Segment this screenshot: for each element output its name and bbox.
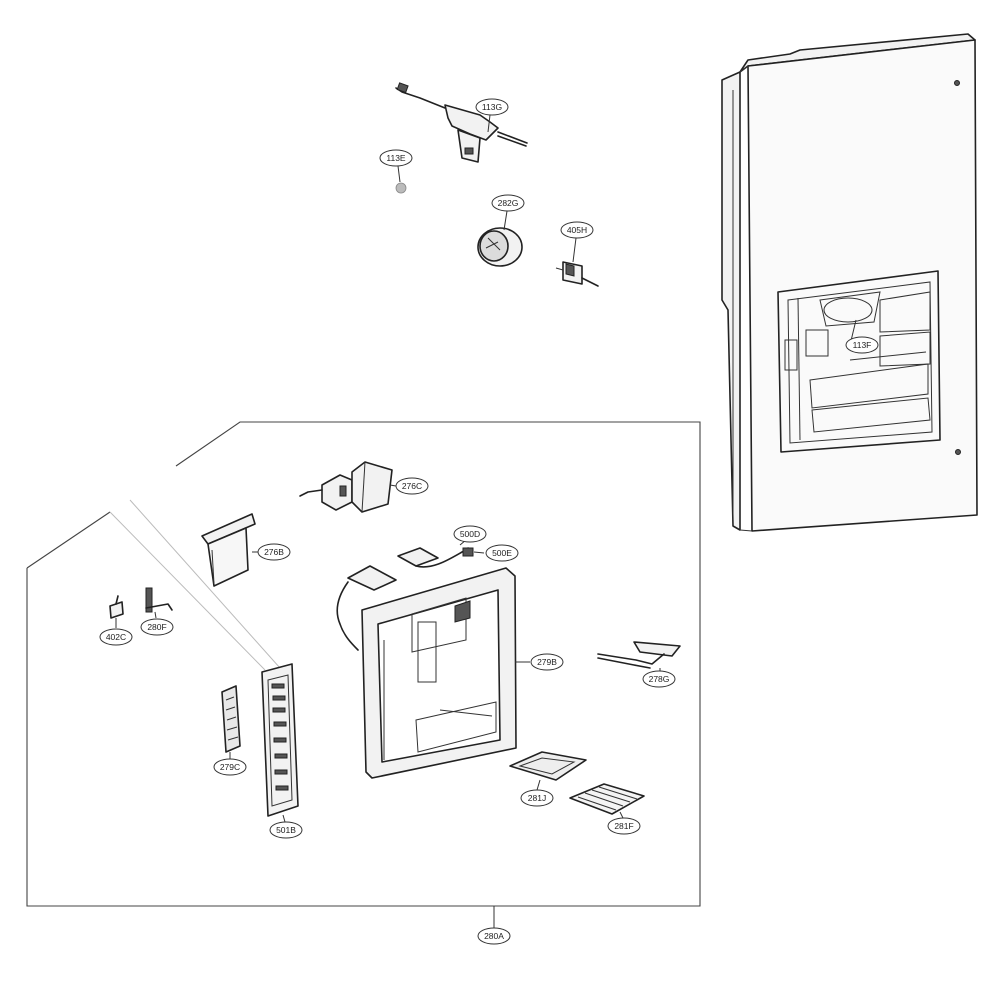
callout-501b-label: 501B [276,825,296,835]
callout-405h[interactable]: 405H [560,221,594,239]
callout-281j[interactable]: 281J [520,789,554,807]
part-276b-flap[interactable] [201,513,256,587]
callout-113e-label: 113E [386,153,406,163]
callout-281f-label: 281F [614,821,633,831]
refrigerator-door[interactable] [721,33,978,532]
callout-279b-label: 279B [537,657,557,667]
callout-276c-label: 276C [402,481,422,491]
part-501b-control-panel[interactable] [261,663,299,817]
part-402c[interactable] [109,595,124,619]
callout-402c-label: 402C [106,632,126,642]
kit-outline [26,421,701,907]
callout-113f-label: 113F [853,340,872,350]
callout-501b[interactable]: 501B [269,821,303,839]
part-281j-tray-frame[interactable] [509,751,587,781]
callout-113g-label: 113G [482,102,502,112]
callout-278g-label: 278G [649,674,670,684]
kit-outline-top-left [26,511,111,569]
callout-281j-label: 281J [528,793,546,803]
callout-500e[interactable]: 500E [485,544,519,562]
part-113e[interactable] [395,182,407,194]
callout-276b-label: 276B [264,547,284,557]
callout-278g[interactable]: 278G [642,670,676,688]
callout-280a-label: 280A [484,931,504,941]
callout-405h-label: 405H [567,225,587,235]
callout-281f[interactable]: 281F [607,817,641,835]
callout-500e-label: 500E [492,548,512,558]
callout-500d-label: 500D [460,529,480,539]
callout-276b[interactable]: 276B [257,543,291,561]
callout-280f[interactable]: 280F [140,618,174,636]
part-281f-grille[interactable] [569,783,645,815]
callout-282g[interactable]: 282G [491,194,525,212]
part-500e-connector[interactable] [462,547,474,557]
callout-280a[interactable]: 280A [477,927,511,945]
leader-lines [115,114,857,928]
part-405h-switch[interactable] [555,261,599,287]
part-500d-harness[interactable] [336,547,469,651]
part-280f[interactable] [145,587,173,613]
callout-282g-label: 282G [498,198,519,208]
callout-113g[interactable]: 113G [475,98,509,116]
callout-500d[interactable]: 500D [453,525,487,543]
part-278g-lever[interactable] [597,641,681,669]
callout-279b[interactable]: 279B [530,653,564,671]
part-276c-bracket[interactable] [299,461,393,513]
callout-279c[interactable]: 279C [213,758,247,776]
part-279c-panel[interactable] [221,685,241,753]
callout-402c[interactable]: 402C [99,628,133,646]
part-279b-frame[interactable] [361,567,517,779]
callout-113f[interactable]: 113F [845,336,879,354]
part-282g-knob[interactable] [477,227,523,267]
part-113g-bracket-assembly[interactable] [395,82,528,163]
callout-280f-label: 280F [147,622,166,632]
callout-279c-label: 279C [220,762,240,772]
callout-113e[interactable]: 113E [379,149,413,167]
callout-276c[interactable]: 276C [395,477,429,495]
